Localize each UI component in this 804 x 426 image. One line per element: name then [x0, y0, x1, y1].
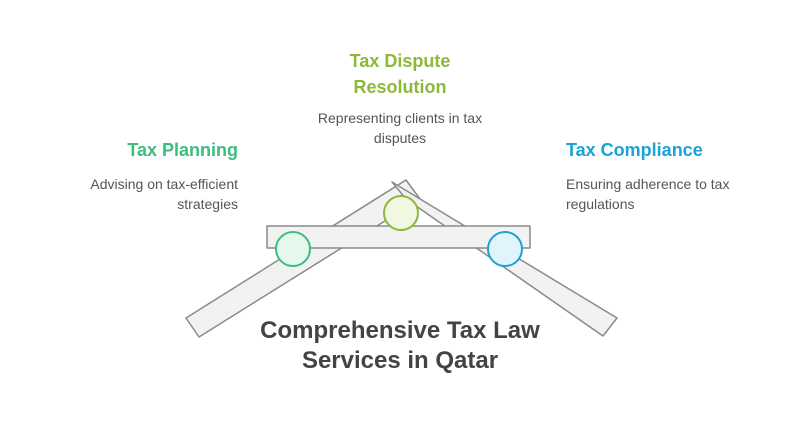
tax-compliance-node [487, 231, 523, 267]
tax-compliance-description: Ensuring adherence to tax regulations [566, 176, 730, 212]
tax-dispute-resolution-node [383, 195, 419, 231]
main-title: Comprehensive Tax Law Services in Qatar [260, 317, 540, 374]
tax-compliance-title: Tax Compliance [566, 140, 703, 160]
circles-group [275, 195, 523, 267]
tax-planning-description: Advising on tax-efficient strategies [90, 176, 238, 212]
tax-planning-node [275, 231, 311, 267]
tax-dispute-resolution-description: Representing clients in tax disputes [317, 110, 483, 146]
tax-dispute-resolution-title: Tax Dispute Resolution [349, 51, 451, 97]
horizontal-beam [266, 225, 531, 249]
tax-planning-title: Tax Planning [127, 140, 238, 160]
